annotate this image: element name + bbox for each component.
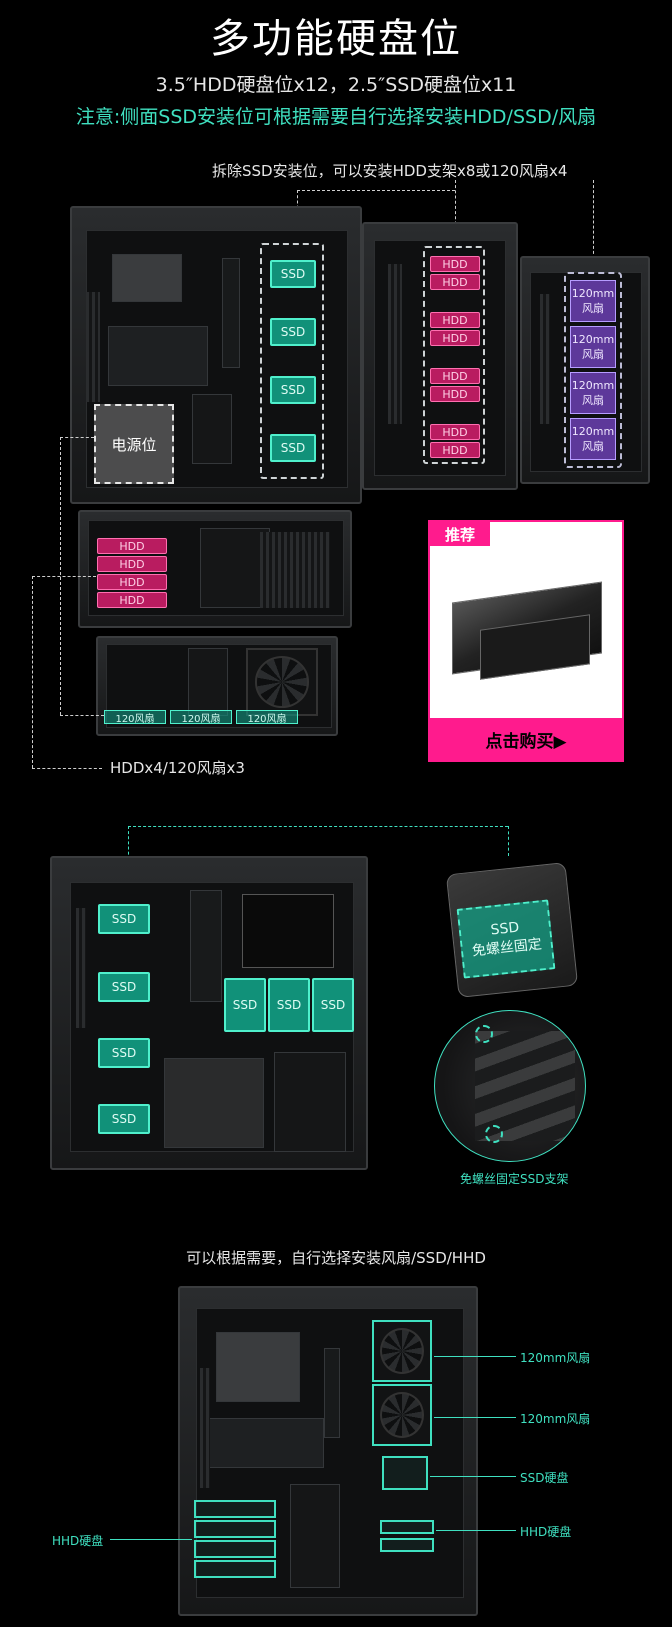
- hdd-bay-outline: [423, 246, 485, 464]
- hhd-slot: [194, 1500, 276, 1518]
- hhd-slot: [194, 1560, 276, 1578]
- fan-slot: 120风扇: [170, 710, 232, 725]
- hhd-label-left: HHD硬盘: [52, 1534, 104, 1548]
- ssd-slot: [382, 1456, 428, 1490]
- hhd-label-right: HHD硬盘: [520, 1525, 572, 1539]
- connector-line: [60, 715, 104, 716]
- psu-bay: 电源位: [94, 404, 174, 484]
- ssd-slot: SSD: [270, 318, 316, 346]
- case-image-options: [178, 1286, 478, 1616]
- hdd-slot: HDD: [97, 556, 167, 572]
- ssd-bracket-label: SSD 免螺丝固定: [456, 899, 556, 979]
- hhd-slot: [380, 1520, 434, 1534]
- ssd-slot: SSD: [98, 904, 150, 934]
- buy-button[interactable]: 点击购买▶: [430, 718, 622, 760]
- leader-line: [434, 1356, 516, 1357]
- connector-line: [593, 180, 594, 264]
- fan-slot: 120mm 风扇: [570, 418, 616, 460]
- ssd-slot: SSD: [268, 978, 310, 1032]
- hhd-slot: [194, 1540, 276, 1558]
- connector-line: [508, 826, 509, 856]
- section-heading: 可以根据需要，自行选择安装风扇/SSD/HHD: [186, 1249, 486, 1267]
- hdd-slot: HDD: [430, 424, 480, 440]
- hdd-slot: HDD: [430, 274, 480, 290]
- fan-slot: 120mm 风扇: [570, 372, 616, 414]
- ssd-slot: SSD: [98, 972, 150, 1002]
- connector-line: [32, 768, 102, 769]
- leader-line: [430, 1476, 516, 1477]
- fan-slot: [372, 1320, 432, 1382]
- hdd-slot: HDD: [430, 368, 480, 384]
- ssd-bay-outline: [260, 243, 324, 479]
- hdd-slot: HDD: [430, 330, 480, 346]
- leader-line: [436, 1530, 516, 1531]
- fan-slot: [372, 1384, 432, 1446]
- ssd-bracket-label-text: 免螺丝固定: [471, 936, 543, 960]
- ssd-slot: SSD: [270, 376, 316, 404]
- fan-bay-outline: [564, 272, 622, 468]
- page-title: 多功能硬盘位: [210, 16, 462, 62]
- fan-slot-size: 120mm: [571, 379, 615, 392]
- bay-count-subtitle: 3.5″HDD硬盘位x12，2.5″SSD硬盘位x11: [155, 74, 517, 96]
- fan-slot-text: 风扇: [582, 302, 604, 315]
- hdd-slot: HDD: [430, 386, 480, 402]
- fan-slot: 120mm 风扇: [570, 326, 616, 368]
- hdd-slot: HDD: [97, 574, 167, 590]
- connector-line: [455, 180, 456, 240]
- connector-line: [32, 576, 96, 577]
- ssd-slot: SSD: [312, 978, 354, 1032]
- fan-label: 120mm风扇: [520, 1351, 591, 1365]
- leader-line: [434, 1417, 516, 1418]
- hdd-slot: HDD: [430, 442, 480, 458]
- hdd-slot: HDD: [97, 538, 167, 554]
- recommend-tag: 推荐: [430, 522, 490, 546]
- ssd-slot: SSD: [98, 1104, 150, 1134]
- connector-line: [297, 190, 455, 191]
- fan-slot-text: 风扇: [582, 394, 604, 407]
- fan-slot-size: 120mm: [571, 333, 615, 346]
- hdd-slot: HDD: [97, 592, 167, 608]
- ssd-slot: SSD: [224, 978, 266, 1032]
- fan-slot-text: 风扇: [582, 440, 604, 453]
- fan-slot-size: 120mm: [571, 287, 615, 300]
- install-note: 注意:侧面SSD安装位可根据需要自行选择安装HDD/SSD/风扇: [75, 106, 597, 128]
- ssd-slot: SSD: [98, 1038, 150, 1068]
- connector-line: [32, 576, 33, 768]
- hdd-slot: HDD: [430, 256, 480, 272]
- removal-note: 拆除SSD安装位，可以安装HDD支架x8或120风扇x4: [212, 162, 568, 180]
- bottom-capacity-note: HDDx4/120风扇x3: [110, 759, 245, 777]
- recommend-card[interactable]: 推荐 点击购买▶: [428, 520, 624, 762]
- hhd-slot: [380, 1538, 434, 1552]
- zoom-detail: [434, 1010, 586, 1162]
- fan-slot-size: 120mm: [571, 425, 615, 438]
- fan-slot-text: 风扇: [582, 348, 604, 361]
- ssd-slot: SSD: [270, 260, 316, 288]
- ssd-bracket-caption: 免螺丝固定SSD支架: [460, 1172, 569, 1186]
- ssd-slot: SSD: [270, 434, 316, 462]
- leader-line: [110, 1539, 192, 1540]
- fan-label: 120mm风扇: [520, 1412, 591, 1426]
- hdd-slot: HDD: [430, 312, 480, 328]
- connector-line: [128, 826, 508, 827]
- connector-line: [60, 437, 94, 438]
- hhd-slot: [194, 1520, 276, 1538]
- fan-slot: 120风扇: [236, 710, 298, 725]
- fan-slot: 120风扇: [104, 710, 166, 725]
- ssd-label: SSD硬盘: [520, 1471, 569, 1485]
- fan-slot: 120mm 风扇: [570, 280, 616, 322]
